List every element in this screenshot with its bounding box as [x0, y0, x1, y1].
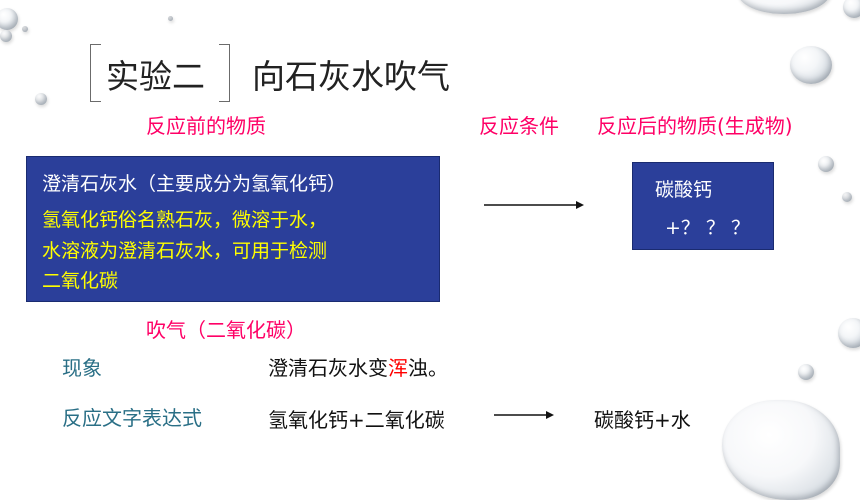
reactant-line-1: 澄清石灰水（主要成分为氢氧化钙） [42, 173, 347, 195]
equation-reactants: 氢氧化钙+二氧化碳 [268, 408, 445, 432]
reactant-line-2: 氢氧化钙俗名熟石灰，微溶于水， [42, 209, 328, 231]
water-droplet-decoration [842, 192, 852, 202]
left-bracket [90, 44, 101, 102]
reactant-line-3: 水溶液为澄清石灰水，可用于检测 [42, 240, 328, 262]
water-droplet-decoration [843, 0, 860, 18]
label-blow-co2: 吹气（二氧化碳） [146, 318, 306, 342]
product-line-2: +？ ？ ？ [665, 217, 750, 239]
water-droplet-decoration [0, 30, 12, 42]
product-info-box: 碳酸钙 +？ ？ ？ [632, 162, 774, 250]
phenomenon-label: 现象 [62, 356, 102, 380]
label-before-reaction: 反应前的物质 [146, 114, 266, 138]
page-title: 向石灰水吹气 [252, 57, 450, 96]
equation-label: 反应文字表达式 [62, 406, 202, 430]
water-droplet-decoration [22, 26, 28, 32]
experiment-number: 实验二 [106, 57, 205, 96]
right-bracket [219, 44, 230, 102]
label-after-reaction: 反应后的物质(生成物) [597, 114, 793, 138]
phenomenon-text-after: 浊。 [408, 356, 448, 380]
water-droplet-decoration [798, 364, 814, 380]
reaction-arrow [484, 201, 584, 209]
title-bracket-frame: 实验二 [90, 44, 230, 102]
water-droplet-decoration [738, 0, 830, 14]
equation-arrow [494, 411, 554, 419]
water-droplet-decoration [790, 46, 832, 84]
phenomenon-text-before: 澄清石灰水变 [268, 356, 388, 380]
equation-products: 碳酸钙+水 [594, 408, 691, 432]
water-droplet-decoration [782, 408, 794, 420]
reactant-line-4: 二氧化碳 [42, 270, 119, 292]
water-droplet-decoration [35, 93, 47, 105]
phenomenon-highlight: 浑 [388, 356, 408, 380]
reactant-info-box: 澄清石灰水（主要成分为氢氧化钙） 氢氧化钙俗名熟石灰，微溶于水， 水溶液为澄清石… [26, 156, 440, 302]
phenomenon-text: 澄清石灰水变浑浊。 [268, 352, 448, 381]
water-droplet-decoration [722, 400, 840, 500]
water-droplet-decoration [818, 156, 834, 172]
label-reaction-condition: 反应条件 [479, 114, 559, 138]
product-line-1: 碳酸钙 [655, 179, 713, 201]
water-droplet-decoration [168, 16, 173, 21]
water-droplet-decoration [0, 8, 18, 30]
water-droplet-decoration [838, 318, 860, 348]
